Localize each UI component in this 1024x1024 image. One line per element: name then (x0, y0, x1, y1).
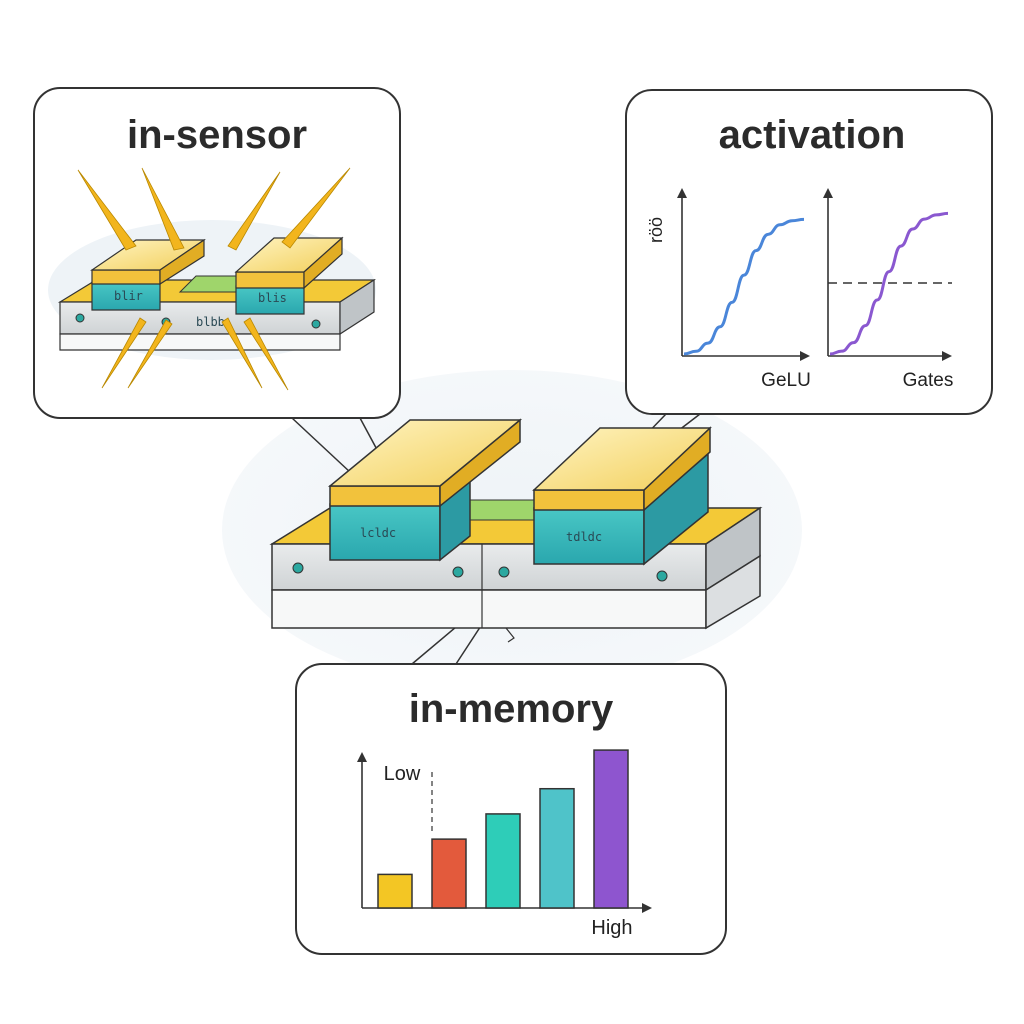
memory-low-label: Low (384, 763, 421, 785)
light-rays-icon (77, 167, 351, 391)
gelu-ylabel: röö (646, 217, 666, 243)
panel-activation: activation röö GeLU Gates (625, 89, 993, 415)
memory-bar-5 (593, 749, 629, 909)
panel-title-in-memory: in-memory (409, 687, 614, 731)
sensor-device: blir blis blbb (48, 220, 377, 360)
memory-bar-chart: Low High (357, 749, 652, 939)
gates-curve-line (829, 211, 949, 356)
gelu-xlabel: GeLU (761, 370, 811, 391)
gelu-curve-line (683, 217, 805, 356)
memory-bar-4 (539, 787, 575, 909)
panel-in-sensor: in-sensor blir blis blbb (33, 87, 401, 419)
panel-title-in-sensor: in-sensor (127, 113, 307, 157)
panel-in-memory: in-memory Low High (295, 663, 727, 955)
memory-bar-1 (377, 873, 413, 909)
device-chip-label-right: tdldc (566, 530, 602, 544)
memory-high-label: High (591, 917, 632, 939)
gates-xlabel: Gates (903, 370, 954, 391)
memory-bar-3 (485, 813, 521, 909)
gelu-chart: röö GeLU (646, 188, 811, 391)
device-chip-label-left: lcldc (360, 526, 396, 540)
sensor-chip-label-center: blbb (196, 315, 225, 329)
sensor-chip-label-left: blir (114, 289, 143, 303)
gates-chart: Gates (823, 188, 953, 391)
panel-title-activation: activation (719, 113, 906, 157)
memory-bar-2 (431, 838, 467, 909)
sensor-chip-label-right: blis (258, 291, 287, 305)
central-device: lcldc tdldc (269, 418, 763, 643)
